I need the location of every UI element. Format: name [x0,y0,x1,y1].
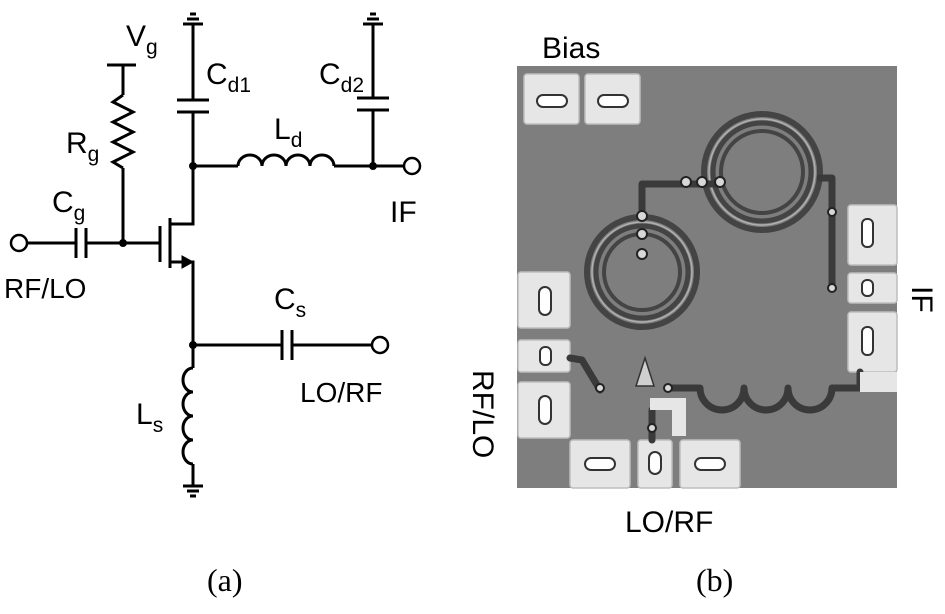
spiral-top-hl [708,118,816,226]
slot-if-top [861,218,874,248]
transistor-area [650,398,686,410]
chip-label-rflo: RF/LO [466,370,499,458]
label-port-if: IF [390,196,417,229]
inductor-ls [181,366,194,466]
spiral-top-inner [719,129,805,215]
junction-source [189,341,197,349]
spiral-top-mid [710,120,814,224]
slot-lorf-signal [648,451,662,475]
via-8 [827,283,837,293]
slot-if-bottom [861,326,874,356]
via-11 [647,423,657,433]
device-detail [634,355,897,436]
via-9 [595,383,605,393]
caption-a: (a) [207,562,243,598]
label-rg: Rg [66,127,99,166]
mim-cap [634,355,656,387]
via-3 [714,176,726,188]
slot-rflo-bottom [538,395,552,425]
slot-rflo-top [538,286,552,316]
via-10 [663,383,673,393]
pad-slots [536,94,874,475]
chip-label-bias: Bias [542,32,600,65]
schematic-labels: Vg Rg Cg Cd1 Cd2 Ld Cs Ls IF RF/LO LO/RF [4,20,417,437]
via-4 [636,210,648,222]
label-port-rflo: RF/LO [4,273,86,304]
transistor-drain-lead [170,200,195,226]
via-6 [636,248,648,260]
port-lorf-terminal [370,335,390,355]
slot-lorf-right [694,457,726,471]
trace-bottom-meander [664,384,852,414]
chip-labels: Bias LO/RF RF/LO IF [466,32,938,539]
via-pads [595,176,837,433]
via-5 [636,228,648,240]
transistor-arrow [181,255,195,269]
slot-lorf-left [584,457,616,471]
label-ls: Ls [136,398,163,437]
port-if-terminal [402,156,422,176]
chip-label-lorf: LO/RF [625,506,713,539]
label-ld: Ld [274,113,302,152]
chip-label-if: IF [905,286,938,313]
slot-rflo-signal [539,346,552,366]
via-7 [827,207,837,217]
trace-right-column [816,174,836,292]
label-cg: Cg [52,186,85,225]
caption-b: (b) [696,562,733,598]
slot-bias-2 [597,94,629,108]
inductor-ld [236,153,336,167]
slot-bias-1 [536,94,568,108]
transistor-area-2 [672,410,686,436]
label-cs: Cs [274,283,306,322]
junction-cd2 [369,162,377,170]
spiral-left-mid [593,223,691,321]
via-1 [680,176,692,188]
label-vg: Vg [126,20,158,59]
chip-photo [517,66,898,489]
chip-substrate [517,66,897,488]
label-port-lorf: LO/RF [300,377,382,408]
label-cd2: Cd2 [319,58,364,97]
if-pad-link [860,372,897,392]
trace-left-feed [566,354,604,394]
schematic [9,12,422,498]
via-2 [696,176,708,188]
resistor-rg [109,93,137,170]
junction-gate [119,239,127,247]
label-cd1: Cd1 [206,58,251,97]
port-rflo-terminal [9,233,29,253]
slot-if-signal [861,279,874,297]
spiral-top-outer [701,111,823,233]
junction-drain [189,162,197,170]
